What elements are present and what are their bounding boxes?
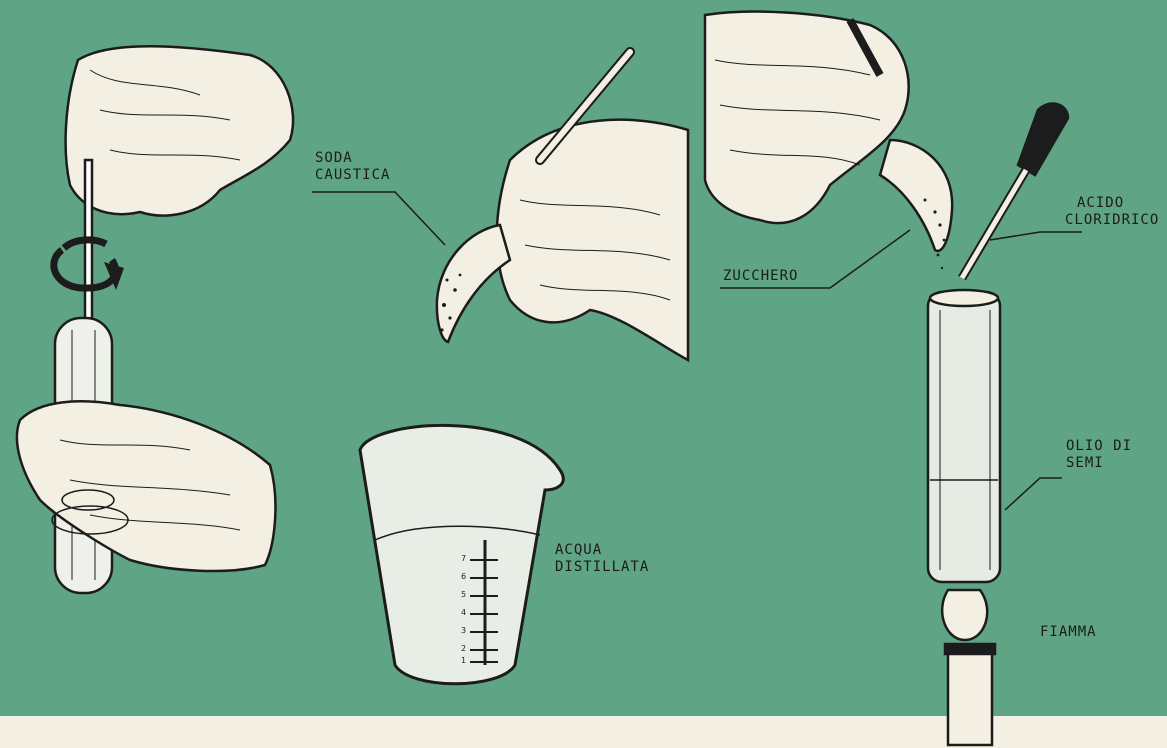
label-acido-line1: ACIDO bbox=[1065, 195, 1159, 212]
label-fiamma: FIAMMA bbox=[1040, 624, 1097, 641]
scale-1: 1 bbox=[461, 656, 466, 665]
scale-5: 5 bbox=[461, 590, 466, 599]
label-acqua-line1: ACQUA bbox=[555, 542, 649, 559]
label-olio-line1: OLIO DI bbox=[1066, 438, 1132, 455]
scale-7: 7 bbox=[461, 554, 466, 563]
label-soda-line2: CAUSTICA bbox=[315, 167, 390, 184]
label-soda-caustica: SODA CAUSTICA bbox=[315, 150, 390, 184]
label-acqua-distillata: ACQUA DISTILLATA bbox=[555, 542, 649, 576]
label-soda-line1: SODA bbox=[315, 150, 390, 167]
scale-6: 6 bbox=[461, 572, 466, 581]
label-acido-cloridrico: ACIDO CLORIDRICO bbox=[1065, 195, 1159, 229]
label-acqua-line2: DISTILLATA bbox=[555, 559, 649, 576]
label-acido-line2: CLORIDRICO bbox=[1065, 212, 1159, 229]
test-tube-right bbox=[928, 292, 1000, 582]
scale-2: 2 bbox=[461, 644, 466, 653]
scale-3: 3 bbox=[461, 626, 466, 635]
flame-drawing bbox=[942, 590, 987, 640]
label-zucchero: ZUCCHERO bbox=[723, 268, 798, 285]
burner bbox=[948, 645, 992, 745]
label-olio-di-semi: OLIO DI SEMI bbox=[1066, 438, 1132, 472]
scale-4: 4 bbox=[461, 608, 466, 617]
label-olio-line2: SEMI bbox=[1066, 455, 1132, 472]
